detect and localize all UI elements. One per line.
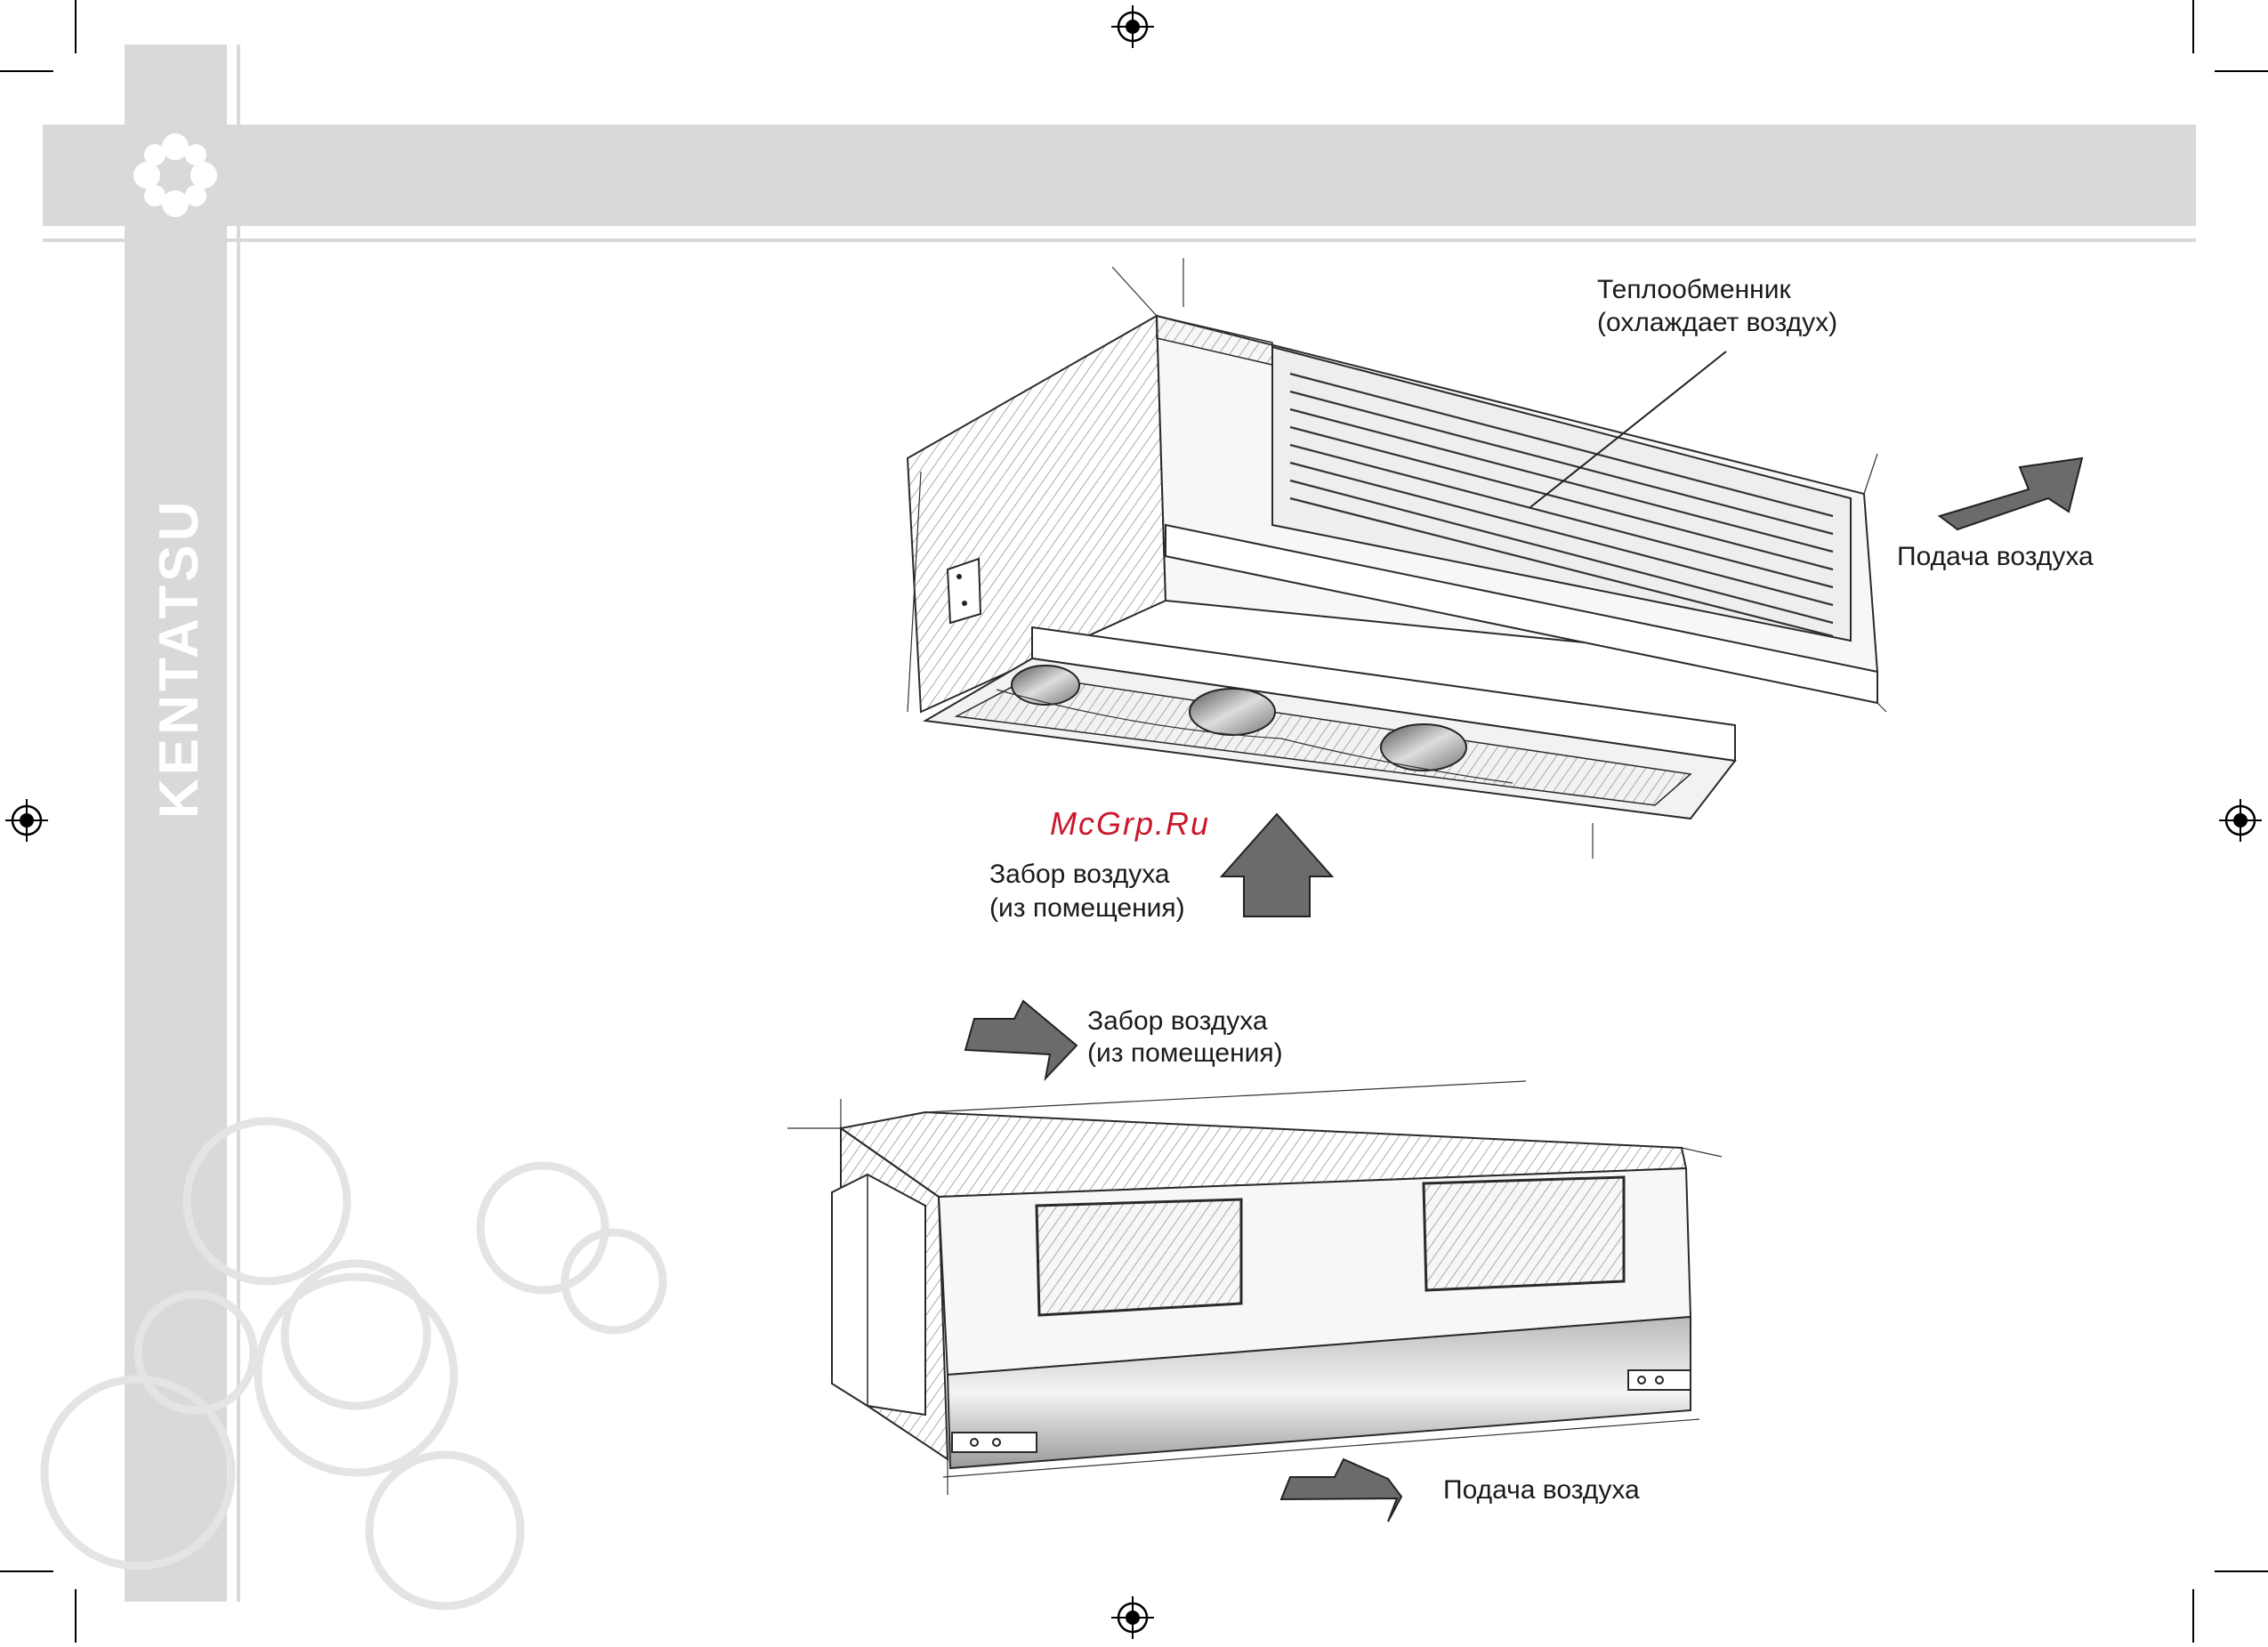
registration-mark-bottom	[1111, 1596, 1154, 1639]
air-supply-label-top: Подача воздуха	[1897, 542, 2094, 571]
heat-exchanger-sublabel: (охлаждает воздух)	[1597, 308, 1837, 337]
ceiling-unit-illustration	[908, 258, 1886, 859]
brand-name: KENTATSU	[149, 498, 210, 819]
air-supply-arrow-icon	[1940, 458, 2082, 529]
air-intake-sublabel-bottom: (из помещения)	[1087, 1038, 1283, 1068]
air-intake-arrow-icon	[1222, 814, 1332, 916]
air-supply-arrow-icon-bottom	[1281, 1459, 1401, 1522]
air-intake-label-bottom: Забор воздуха	[1087, 1006, 1268, 1036]
registration-mark-top	[1111, 5, 1154, 48]
registration-mark-right	[2219, 799, 2262, 842]
watermark: McGrp.Ru	[1050, 805, 1210, 842]
air-intake-label-top: Забор воздуха	[989, 860, 1170, 889]
air-intake-arrow-icon-bottom	[965, 1001, 1077, 1078]
registration-mark-left	[5, 799, 48, 842]
heat-exchanger-label: Теплообменник	[1597, 275, 1792, 304]
air-intake-sublabel-top: (из помещения)	[989, 893, 1185, 923]
air-supply-label-bottom: Подача воздуха	[1443, 1475, 1640, 1505]
ducted-unit-illustration	[787, 1081, 1722, 1495]
